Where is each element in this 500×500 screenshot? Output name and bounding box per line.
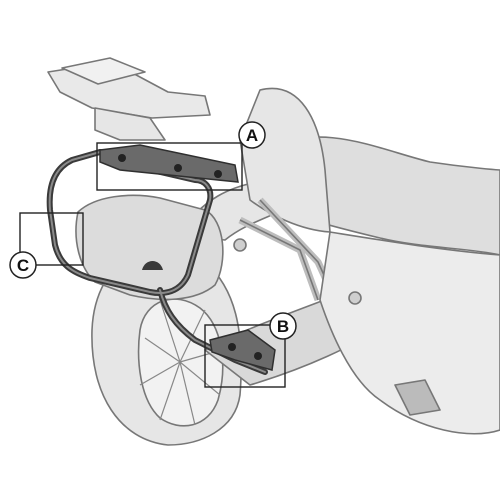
- exhaust-silencer: [75, 194, 224, 301]
- callout-box-a: [96, 142, 243, 191]
- callout-box-c: [19, 212, 84, 266]
- motorcycle-outline: [47, 57, 500, 446]
- rear-body-panel: [239, 87, 331, 233]
- frame-bolt: [233, 238, 247, 252]
- callout-boxes: [19, 142, 286, 388]
- lower-body: [319, 231, 500, 435]
- frame-tab: [142, 261, 163, 270]
- callout-c: C: [9, 251, 37, 279]
- callout-b-label: B: [277, 317, 289, 336]
- callout-a: A: [238, 121, 266, 149]
- callout-a-label: A: [246, 126, 258, 145]
- frame-bolt-2: [348, 291, 362, 305]
- seat: [267, 136, 500, 256]
- bracket-a: [99, 144, 239, 183]
- rack-top-plate: [61, 57, 146, 85]
- taillight-housing: [94, 107, 166, 141]
- wheel-spokes: [139, 299, 223, 426]
- callout-box-b: [204, 324, 286, 388]
- callout-b: B: [269, 312, 297, 340]
- bracket-b: [209, 329, 276, 371]
- subframe-strut-1: [238, 216, 322, 302]
- callout-c-label: C: [17, 256, 29, 275]
- footpeg-bracket: [394, 379, 441, 416]
